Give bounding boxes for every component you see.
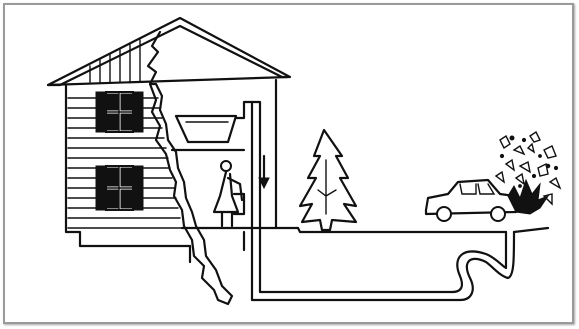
foundation bbox=[190, 232, 244, 262]
sewer-pipe bbox=[252, 228, 514, 300]
debris-burst bbox=[496, 132, 560, 214]
car bbox=[426, 180, 516, 221]
roof-eave bbox=[48, 77, 288, 85]
faucet bbox=[236, 102, 260, 228]
ground-line bbox=[298, 228, 548, 232]
pine-tree bbox=[300, 130, 356, 230]
roof bbox=[48, 18, 290, 85]
upper-window bbox=[96, 92, 143, 132]
kitchen-sink bbox=[176, 102, 260, 228]
woman-figure bbox=[214, 161, 244, 226]
lower-window bbox=[96, 166, 143, 210]
